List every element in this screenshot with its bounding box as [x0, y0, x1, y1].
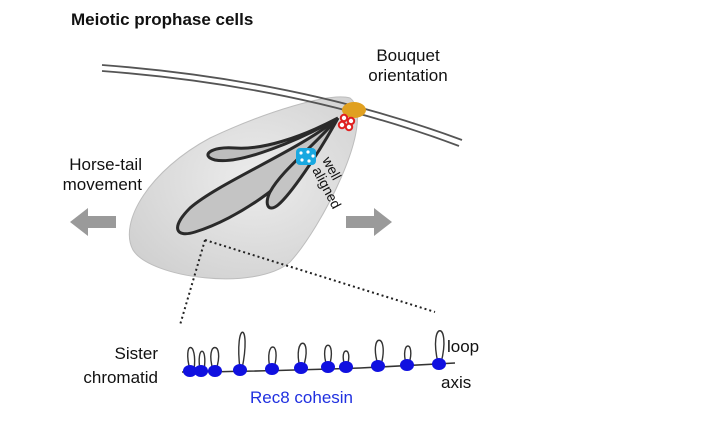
membrane-line-inner: [101, 70, 460, 147]
diagram-title: Meiotic prophase cells: [71, 10, 254, 29]
cohesin-bead: [265, 363, 279, 375]
sister-line-2: chromatid: [83, 368, 158, 387]
telomere-cluster: [296, 148, 316, 165]
right-arrow-icon: [346, 208, 392, 236]
chromatid-axis: [181, 362, 456, 373]
zoom-line-right: [204, 239, 436, 313]
cohesin-bead: [233, 364, 247, 376]
left-arrow-icon: [70, 208, 116, 236]
cohesin-bead: [321, 361, 335, 373]
bouquet-line-1: Bouquet: [376, 46, 440, 65]
cohesin-bead: [371, 360, 385, 372]
bouquet-label: Bouquet orientation: [338, 46, 478, 86]
spindle-pole-body: [342, 102, 366, 118]
horsetail-line-2: movement: [62, 175, 142, 194]
membrane-line-outer: [101, 64, 463, 141]
cohesin-bead: [208, 365, 222, 377]
cohesin-bead: [400, 359, 414, 371]
cohesin-bead: [432, 358, 446, 370]
sister-chromatid-label: Sister chromatid: [40, 342, 158, 390]
horsetail-label: Horse-tail movement: [20, 155, 142, 195]
centromere-cluster: [337, 113, 356, 132]
cohesin-bead: [339, 361, 353, 373]
axis-label: axis: [441, 373, 472, 392]
rec8-cohesin-label: Rec8 cohesin: [250, 388, 354, 407]
horsetail-line-1: Horse-tail: [69, 155, 142, 174]
bouquet-line-2: orientation: [368, 66, 448, 85]
cohesin-bead: [194, 365, 208, 377]
cohesin-bead: [183, 365, 197, 377]
sister-line-1: Sister: [114, 344, 158, 363]
cohesin-bead: [294, 362, 308, 374]
loop-label: loop: [447, 337, 480, 356]
rec8-cohesin-beads: [183, 358, 446, 377]
